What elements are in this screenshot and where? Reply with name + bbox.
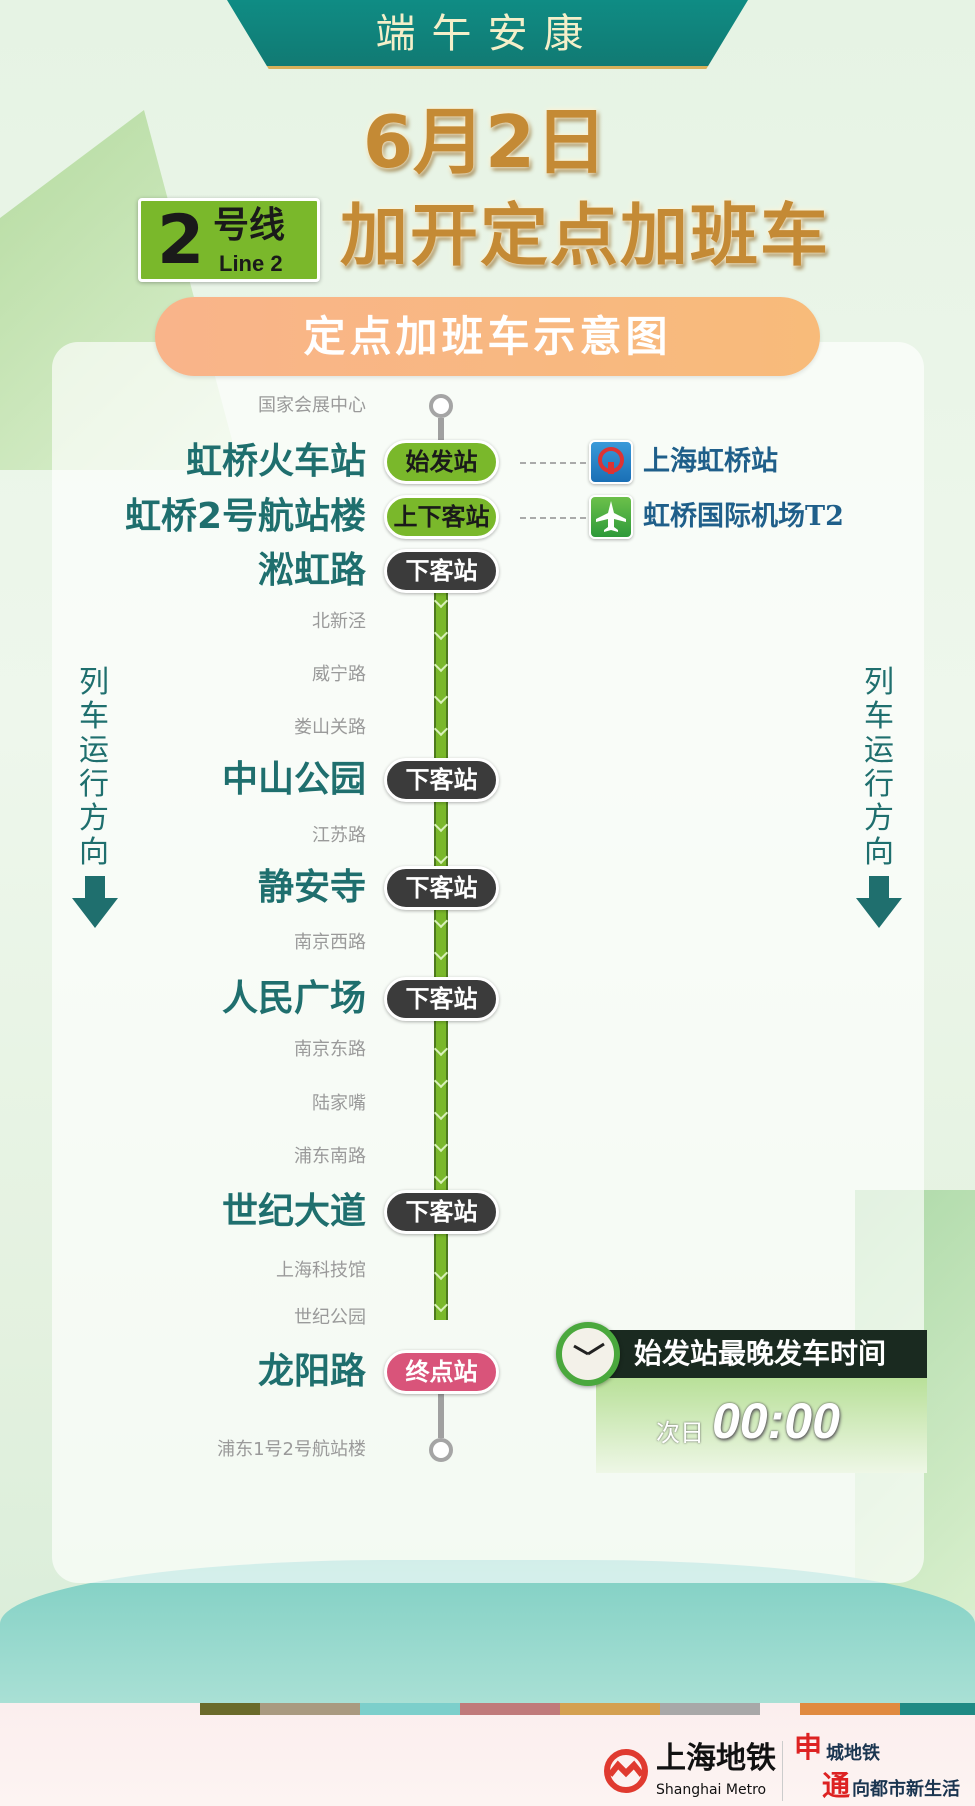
track-inactive: [438, 418, 444, 458]
station-name: 北新泾: [312, 611, 366, 632]
station-name: 南京东路: [294, 1039, 366, 1060]
metro-logo-cn: 上海地铁: [656, 1741, 776, 1776]
terminal-circle-icon: [429, 1438, 453, 1462]
festival-banner: 端午安康: [227, 0, 748, 69]
station-badge: 下客站: [384, 977, 499, 1021]
station-name: 浦东南路: [294, 1146, 366, 1167]
slogan-1: 城地铁: [826, 1743, 880, 1764]
station-name: 世纪大道: [221, 1191, 366, 1232]
station-name: 娄山关路: [294, 717, 366, 738]
railway-icon: [589, 440, 633, 484]
station-name: 陆家嘴: [312, 1093, 366, 1114]
clock-icon: [556, 1322, 620, 1386]
track-inactive: [438, 1390, 444, 1438]
station-name: 世纪公园: [294, 1307, 366, 1328]
station-badge: 下客站: [384, 866, 499, 910]
station-name: 人民广场: [221, 978, 366, 1019]
down-arrow-icon: [856, 876, 902, 928]
shanghai-metro-logo: [604, 1749, 648, 1793]
last-train-time: 00:00: [712, 1393, 840, 1449]
direction-label-left: 列车运行方向: [79, 665, 109, 870]
transfer-connector: [520, 462, 586, 464]
station-name: 南京西路: [294, 932, 366, 953]
station-name: 中山公园: [221, 759, 366, 800]
footer: 上海地铁 Shanghai Metro 申 城地铁 通 向都市新生活: [0, 1703, 975, 1806]
station-name: 江苏路: [312, 825, 366, 846]
water-decoration: [0, 1560, 975, 1720]
metro-logo-en: Shanghai Metro: [656, 1782, 767, 1798]
station-badge: 下客站: [384, 549, 499, 593]
subtitle: 加开定点加班车: [340, 197, 831, 276]
station-badge: 下客站: [384, 1190, 499, 1234]
transfer-label: 上海虹桥站: [643, 446, 778, 477]
station-name: 威宁路: [312, 664, 366, 685]
station-name: 虹桥火车站: [185, 441, 366, 482]
station-name: 上海科技馆: [276, 1260, 366, 1281]
track-line2: [434, 560, 448, 1320]
line-badge: 2 号线 Line 2: [138, 198, 320, 282]
diagram-title: 定点加班车示意图: [155, 297, 820, 376]
station-name: 虹桥2号航站楼: [124, 496, 366, 537]
station-name: 淞虹路: [257, 550, 366, 591]
next-day-label: 次日: [656, 1419, 704, 1447]
direction-label-right: 列车运行方向: [864, 665, 894, 870]
slogan-big-1: 申: [794, 1731, 823, 1764]
airplane-icon: [589, 495, 633, 539]
station-badge: 下客站: [384, 758, 499, 802]
transfer-label: 虹桥国际机场T2: [643, 501, 844, 532]
station-name: 龙阳路: [257, 1351, 366, 1392]
station-name: 国家会展中心: [258, 395, 366, 416]
station-badge: 终点站: [384, 1350, 499, 1394]
slogan-2: 向都市新生活: [852, 1779, 960, 1800]
down-arrow-icon: [72, 876, 118, 928]
terminal-circle-icon: [429, 394, 453, 418]
last-train-header: 始发站最晚发车时间: [596, 1330, 927, 1378]
station-badge: 上下客站: [384, 495, 499, 539]
slogan-big-2: 通: [822, 1769, 851, 1802]
station-badge: 始发站: [384, 440, 499, 484]
station-name: 浦东1号2号航站楼: [217, 1439, 366, 1460]
station-name: 静安寺: [257, 867, 366, 908]
transfer-connector: [520, 517, 586, 519]
date-title: 6月2日: [362, 100, 608, 184]
